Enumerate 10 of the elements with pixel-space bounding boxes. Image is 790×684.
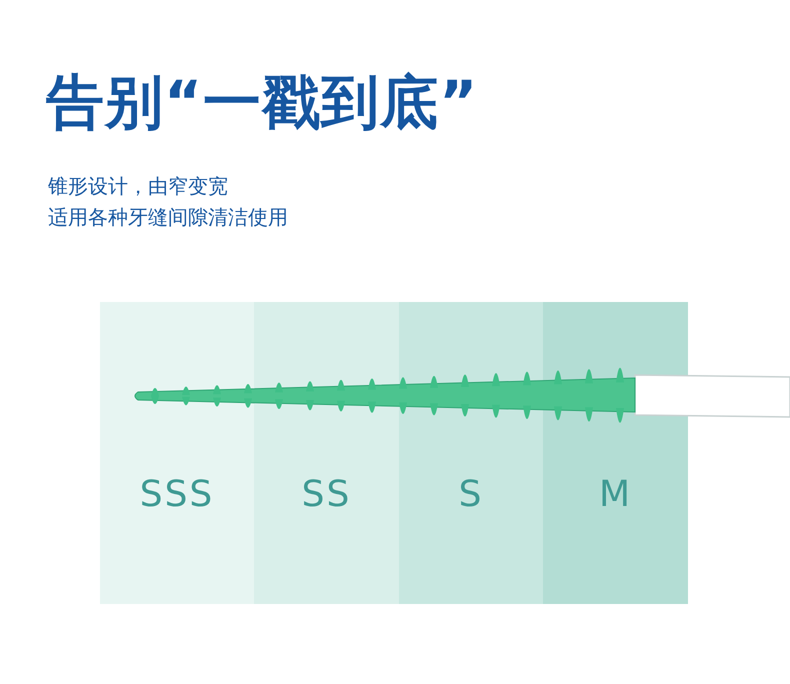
subtitle-text: 锥形设计，由窄变宽 (48, 174, 228, 198)
size-band (399, 302, 543, 604)
size-band (254, 302, 399, 604)
subtitle-text: 适用各种牙缝间隙清洁使用 (48, 205, 288, 229)
size-label: S (458, 474, 484, 515)
size-label: SS (302, 474, 352, 515)
size-label: SSS (140, 474, 214, 515)
size-label: M (598, 474, 632, 515)
size-band (100, 302, 254, 604)
title: 告别“一戳到底” (46, 68, 478, 138)
